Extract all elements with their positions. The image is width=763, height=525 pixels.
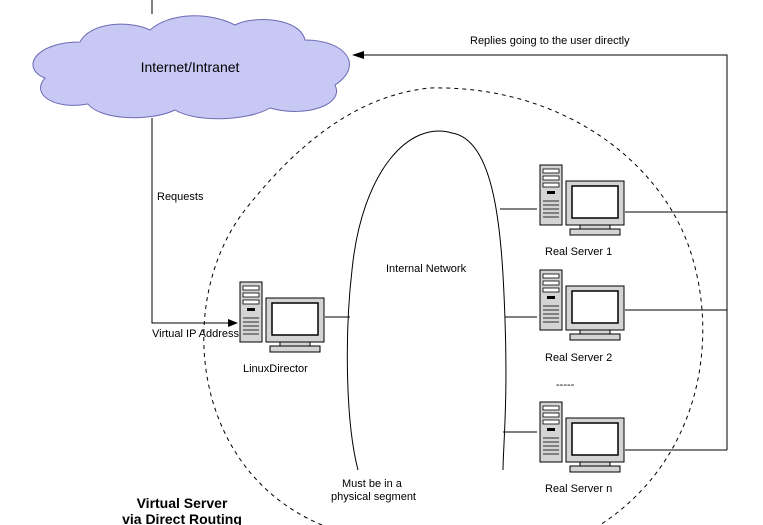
real-server-1-label: Real Server 1 (545, 246, 612, 258)
real-server-n-label: Real Server n (545, 483, 612, 495)
virtual-server-boundary (203, 87, 704, 525)
requests-label: Requests (157, 191, 204, 203)
real-server-2-computer (539, 269, 625, 341)
requests-arrowhead (228, 319, 238, 327)
internal-network-arc (346, 130, 507, 471)
server-ellipsis: ----- (556, 379, 575, 391)
linux-director-computer (239, 281, 325, 353)
replies-label: Replies going to the user directly (470, 35, 630, 47)
cloud-label: Internet/Intranet (141, 59, 240, 75)
diagram-title-line1: Virtual Server (137, 495, 228, 511)
requests-line (151, 118, 228, 324)
linux-director-label: LinuxDirector (243, 363, 308, 375)
replies-line (362, 54, 728, 450)
virtual-ip-label: Virtual IP Address (152, 328, 240, 340)
diagram-title-line2: via Direct Routing (122, 511, 242, 525)
real-server-2-label: Real Server 2 (545, 352, 612, 364)
replies-arrowhead (352, 51, 364, 59)
internet-cloud (32, 15, 350, 120)
real-server-n-computer (539, 401, 625, 473)
internal-network-label: Internal Network (386, 263, 467, 275)
segment-note-line1: Must be in a (342, 478, 403, 490)
real-server-1-computer (539, 164, 625, 236)
segment-note-line2: physical segment (331, 491, 416, 503)
